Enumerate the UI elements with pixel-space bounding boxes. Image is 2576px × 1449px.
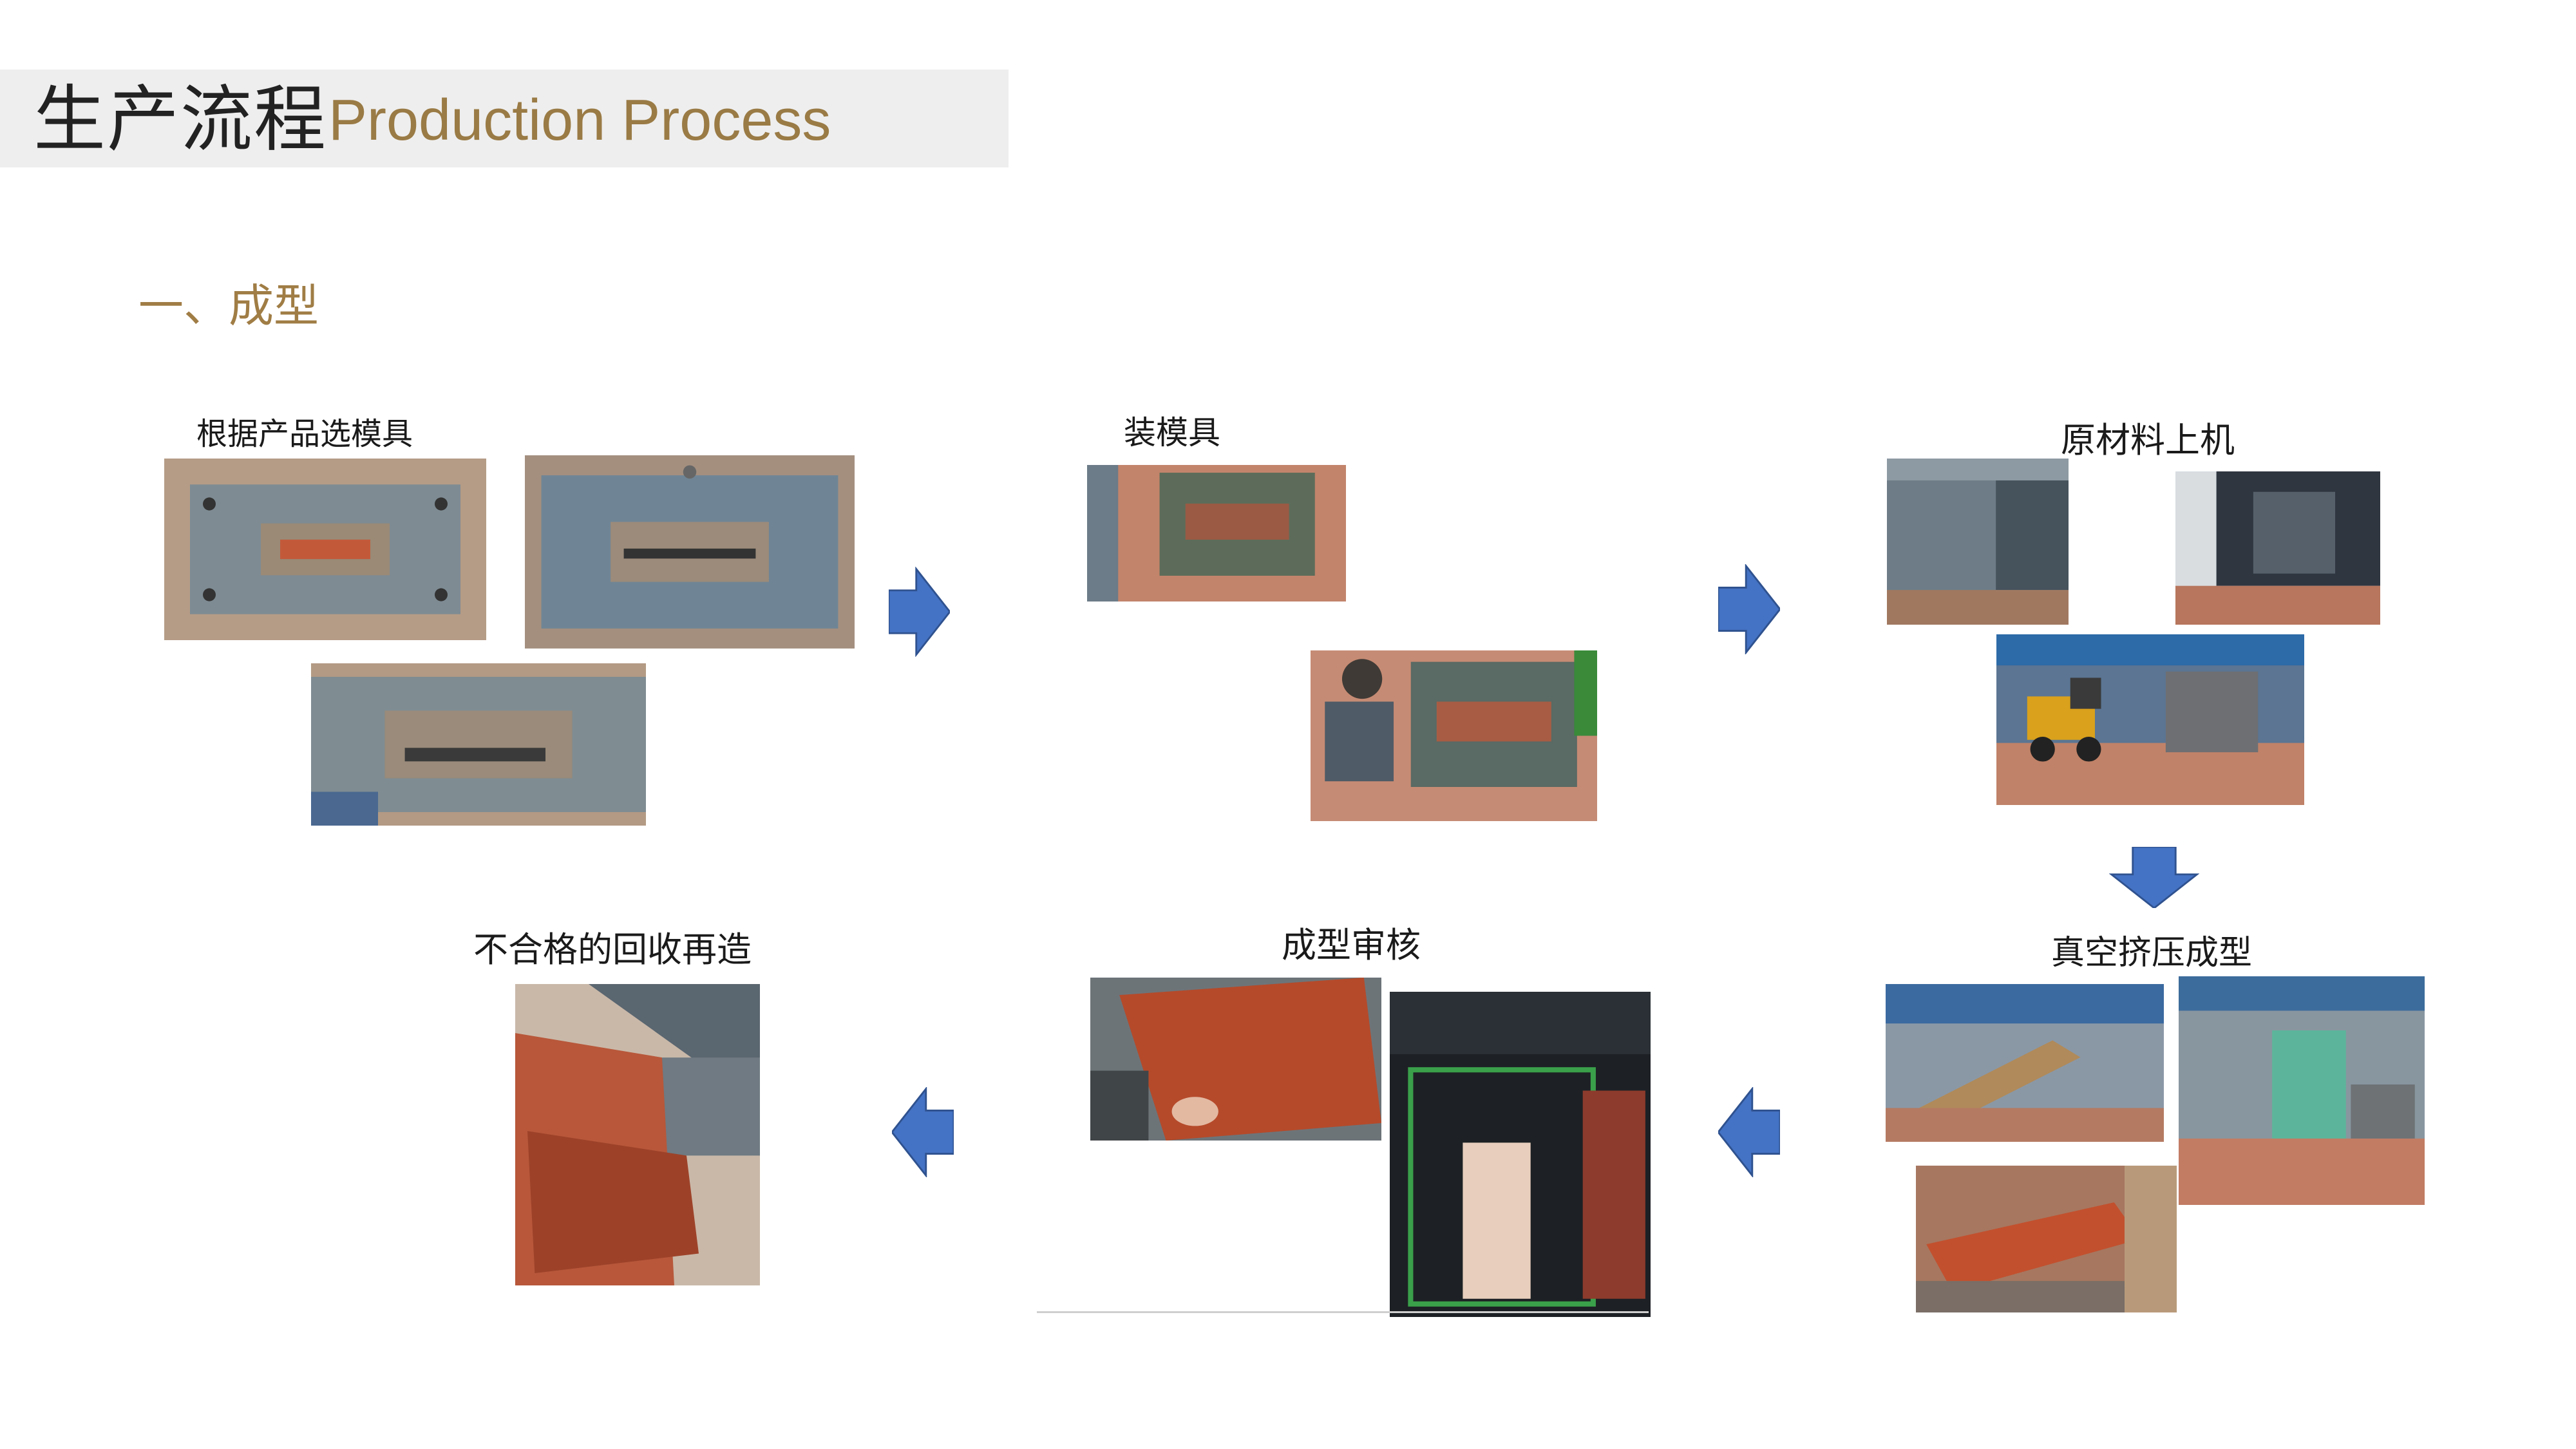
arrow-right-icon bbox=[889, 567, 950, 657]
raw-material-photo bbox=[1887, 459, 2069, 625]
page-title: 生产流程 bbox=[33, 78, 327, 162]
section-title: 一、成型 bbox=[138, 279, 319, 332]
vacuum-extrusion-photo bbox=[2179, 976, 2425, 1205]
recycle-photo bbox=[515, 984, 760, 1285]
install-mold-photo bbox=[1087, 465, 1346, 601]
step-label-select-mold: 根据产品选模具 bbox=[196, 416, 413, 452]
vacuum-extrusion-photo bbox=[1916, 1166, 2177, 1312]
arrow-left-icon bbox=[892, 1087, 954, 1177]
step-label-raw-material: 原材料上机 bbox=[2061, 420, 2235, 460]
step-label-forming-review: 成型审核 bbox=[1282, 925, 1421, 965]
raw-material-photo bbox=[2175, 471, 2380, 625]
mold-photo bbox=[311, 663, 646, 826]
raw-material-photo bbox=[1996, 634, 2304, 805]
mold-photo bbox=[164, 459, 486, 640]
header-band bbox=[0, 70, 1009, 167]
vacuum-extrusion-photo bbox=[1886, 984, 2164, 1142]
arrow-down-icon bbox=[2109, 847, 2199, 908]
divider bbox=[1037, 1311, 1649, 1313]
mold-photo bbox=[525, 455, 855, 649]
forming-review-photo bbox=[1090, 978, 1381, 1141]
arrow-right-icon bbox=[1718, 564, 1780, 654]
step-label-recycle: 不合格的回收再造 bbox=[473, 929, 752, 970]
arrow-left-icon bbox=[1718, 1087, 1780, 1177]
step-label-install-mold: 装模具 bbox=[1124, 414, 1220, 451]
step-label-vacuum-extrusion: 真空挤压成型 bbox=[2051, 934, 2253, 972]
install-mold-photo bbox=[1311, 650, 1597, 821]
forming-review-photo bbox=[1390, 992, 1651, 1317]
page-subtitle: Production Process bbox=[328, 88, 831, 153]
